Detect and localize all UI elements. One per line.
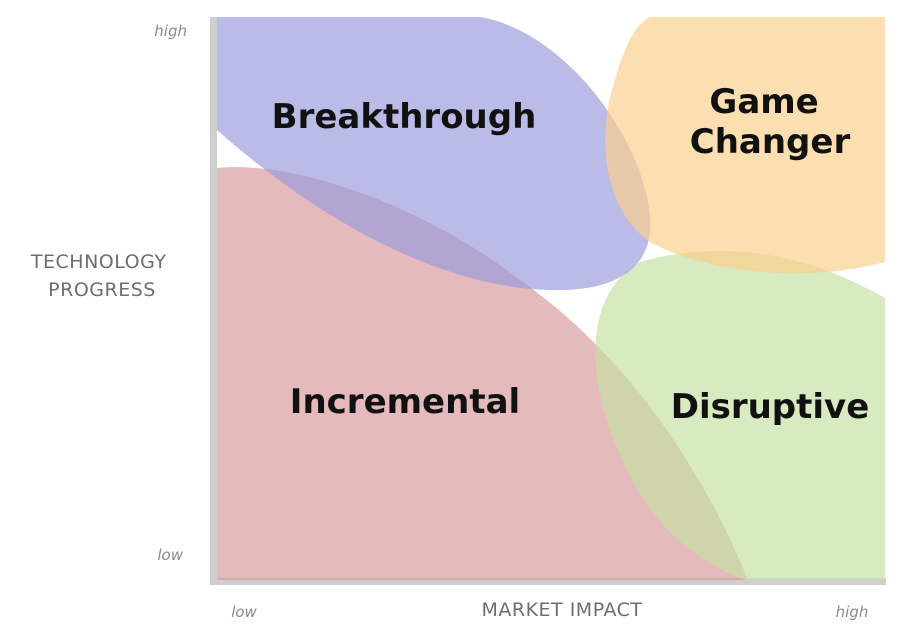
x-axis-title: MARKET IMPACT	[482, 599, 643, 621]
disruptive-label: Disruptive	[671, 387, 870, 427]
regions-group	[217, 17, 885, 580]
y-axis-title-line2: PROGRESS	[48, 279, 156, 301]
breakthrough-label: Breakthrough	[272, 97, 537, 137]
y-axis-low-label: low	[157, 546, 183, 564]
x-axis-line	[210, 578, 886, 585]
y-axis-title: TECHNOLOGY PROGRESS	[30, 251, 173, 301]
incremental-label: Incremental	[290, 382, 520, 422]
y-axis-high-label: high	[154, 22, 187, 40]
game-changer-label-line2: Changer	[690, 122, 851, 162]
game-changer-label-line1: Game	[709, 82, 818, 122]
breakthrough-region	[217, 17, 651, 291]
disruptive-region	[595, 250, 885, 580]
game-changer-label: Game Changer	[690, 82, 851, 162]
y-axis-line	[210, 17, 217, 585]
x-axis-low-label: low	[231, 603, 257, 621]
incremental-region	[217, 167, 748, 580]
game-changer-region	[605, 17, 885, 274]
y-axis-title-line1: TECHNOLOGY	[30, 251, 167, 273]
x-axis-high-label: high	[836, 603, 869, 621]
